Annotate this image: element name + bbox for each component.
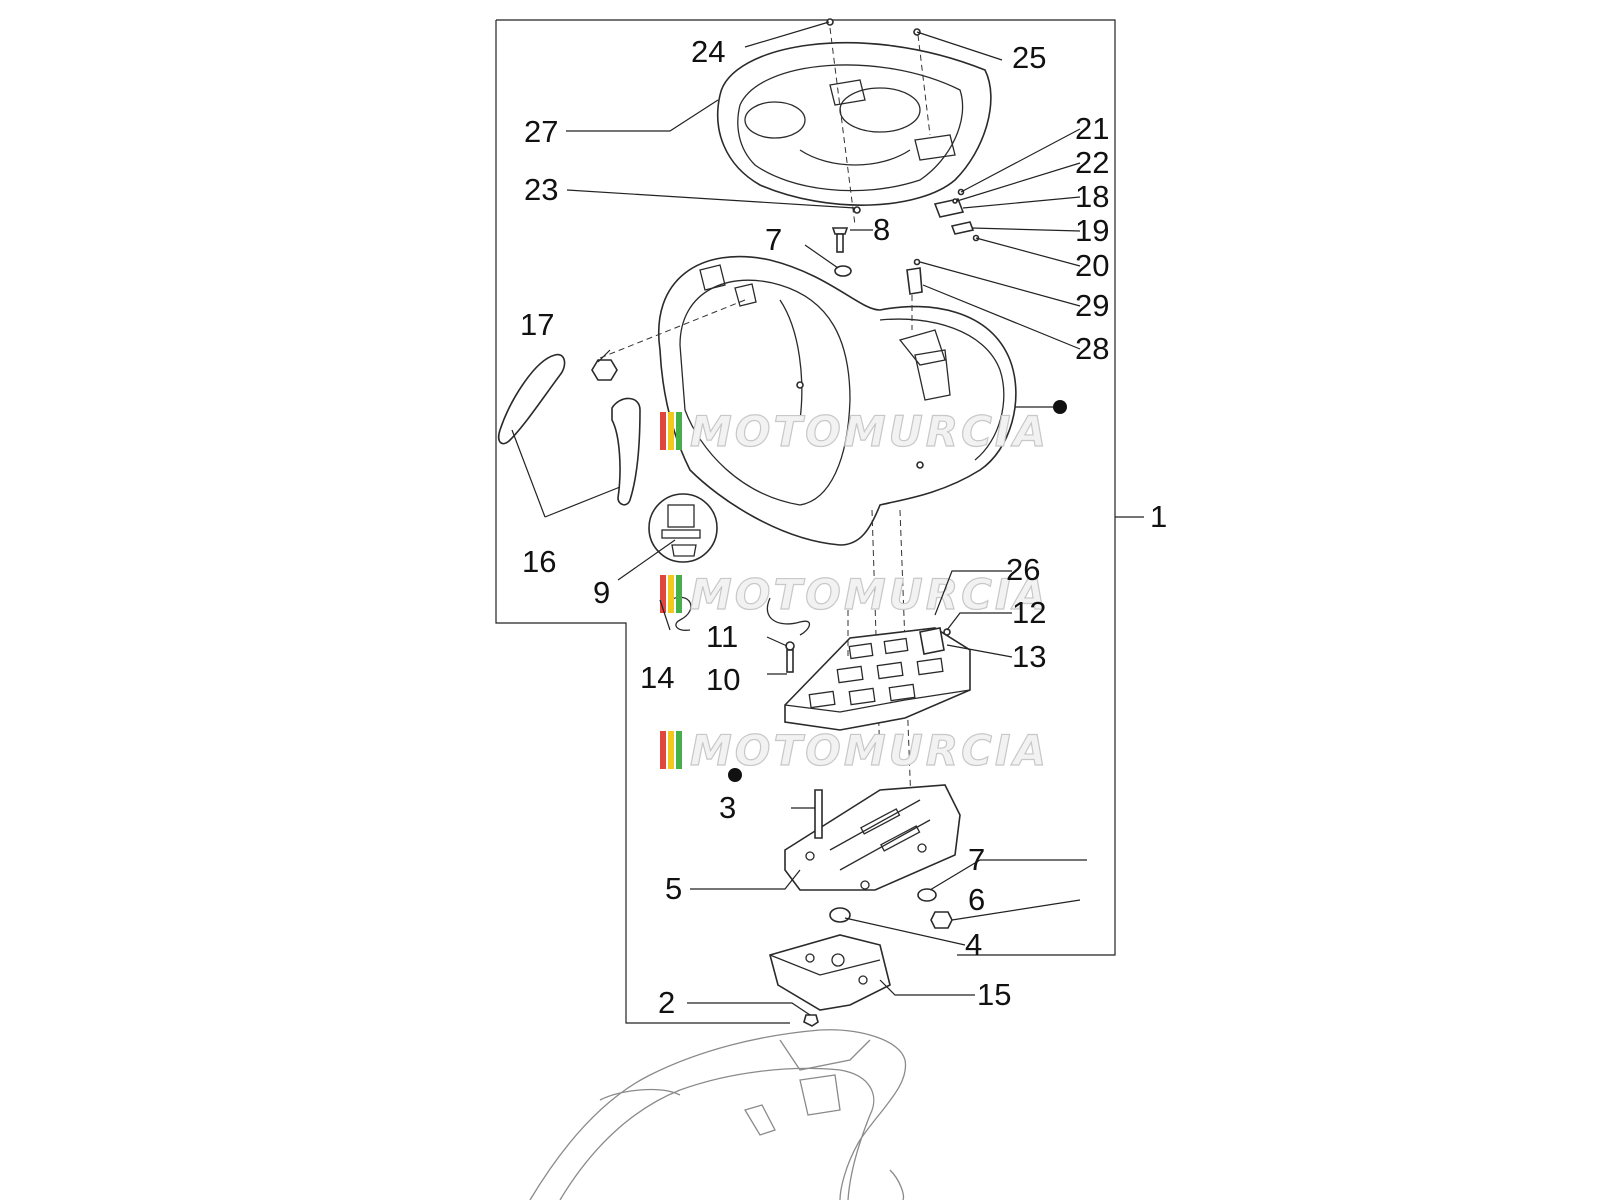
- part-label-20: 20: [1075, 248, 1109, 283]
- part-label-2: 2: [658, 985, 675, 1020]
- reference-dot-left: [728, 768, 742, 782]
- part-label-13: 13: [1012, 639, 1046, 674]
- part-label-27: 27: [524, 114, 558, 149]
- part-label-1: 1: [1150, 499, 1167, 534]
- part-label-22: 22: [1075, 145, 1109, 180]
- screw-8-part: [831, 227, 849, 253]
- part-label-19: 19: [1075, 213, 1109, 248]
- part-label-26: 26: [1006, 552, 1040, 587]
- bolt-2-part: [803, 1014, 819, 1027]
- hex-badge-17-part: [591, 359, 618, 381]
- base-plate-5-part: [784, 784, 961, 891]
- wire-14-part: [669, 596, 692, 631]
- part-label-18: 18: [1075, 179, 1109, 214]
- lid-liner-part: [716, 18, 992, 226]
- svg-text:MOTOMURCIA: MOTOMURCIA: [690, 570, 1049, 619]
- watermark-top: MOTOMURCIA: [660, 406, 1049, 457]
- part-label-7-lower: 7: [968, 842, 985, 877]
- part-label-5: 5: [665, 871, 682, 906]
- part-label-16: 16: [522, 544, 556, 579]
- part-label-3: 3: [719, 790, 736, 825]
- part-label-21: 21: [1075, 111, 1109, 146]
- part-label-28: 28: [1075, 331, 1109, 366]
- part-label-14: 14: [640, 660, 674, 695]
- part-label-29: 29: [1075, 288, 1109, 323]
- svg-text:MOTOMURCIA: MOTOMURCIA: [690, 407, 1049, 456]
- sticker-9-part: [648, 493, 718, 563]
- watermark-middle: MOTOMURCIA: [660, 569, 1049, 620]
- part-label-23: 23: [524, 172, 558, 207]
- leader-lines: [511, 21, 1087, 1016]
- assembly-bracket-line: [495, 19, 1144, 1024]
- top-case-shell-part: [599, 255, 1017, 831]
- latch-hardware-part: [933, 188, 980, 242]
- part-label-6: 6: [968, 882, 985, 917]
- screw-10-part: [785, 641, 795, 673]
- watermark-bottom: MOTOMURCIA: [660, 725, 1049, 776]
- nut-6-part: [930, 911, 953, 929]
- grommet-4-part: [829, 907, 851, 923]
- part-label-9: 9: [593, 575, 610, 610]
- bracket-28-part: [906, 258, 923, 295]
- part-label-12: 12: [1012, 595, 1046, 630]
- part-label-17: 17: [520, 307, 554, 342]
- scooter-rear-rack-part: [529, 1029, 907, 1200]
- part-label-11: 11: [706, 619, 738, 654]
- part-label-4: 4: [965, 927, 982, 962]
- base-block-15-part: [769, 934, 891, 1011]
- side-pad-16-left-part: [497, 353, 566, 445]
- part-label-7-upper: 7: [765, 222, 782, 257]
- washer-7-top-part: [834, 265, 852, 277]
- part-label-25: 25: [1012, 40, 1046, 75]
- part-label-15: 15: [977, 977, 1011, 1012]
- carrier-plate-26-part: [784, 610, 971, 731]
- cable-part: [766, 597, 811, 636]
- washer-7-lower-part: [917, 888, 937, 902]
- part-label-24: 24: [691, 34, 725, 69]
- part-label-10: 10: [706, 662, 740, 697]
- side-pad-16-right-part: [611, 397, 641, 506]
- part-label-8: 8: [873, 212, 890, 247]
- svg-text:MOTOMURCIA: MOTOMURCIA: [690, 726, 1049, 775]
- reference-dot-right: [1053, 400, 1067, 414]
